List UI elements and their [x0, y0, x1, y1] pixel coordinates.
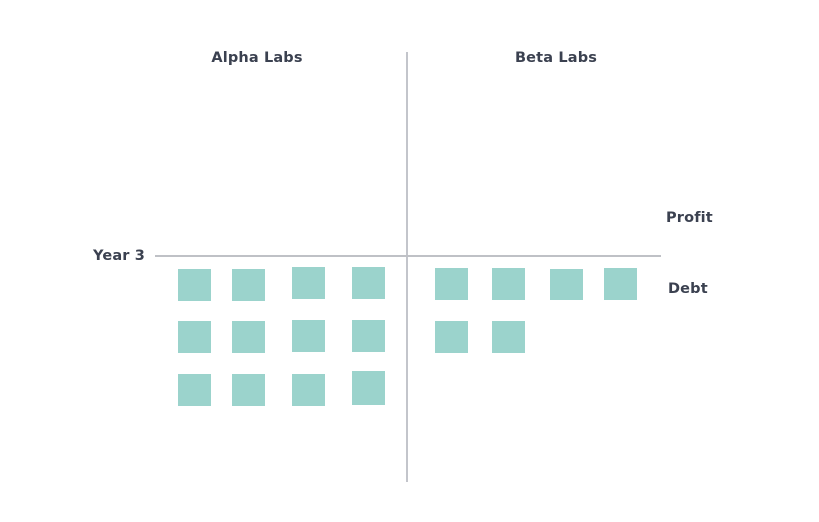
- axis-label-debt: Debt: [668, 281, 708, 297]
- unit-square: [550, 269, 583, 300]
- unit-square: [435, 321, 468, 353]
- vertical-divider-axis: [406, 52, 408, 482]
- group-header-left: Alpha Labs: [211, 50, 303, 66]
- unit-square: [178, 321, 211, 353]
- unit-square: [604, 268, 637, 300]
- unit-square: [292, 267, 325, 299]
- unit-square: [178, 269, 211, 301]
- unit-square: [352, 320, 385, 352]
- unit-square: [492, 321, 525, 353]
- unit-square: [232, 374, 265, 406]
- axis-row-label-year: Year 3: [93, 248, 145, 264]
- unit-square: [352, 267, 385, 299]
- unit-square: [292, 374, 325, 406]
- unit-square: [232, 269, 265, 301]
- unit-square: [435, 268, 468, 300]
- group-header-right: Beta Labs: [514, 50, 598, 66]
- unit-square: [292, 320, 325, 352]
- unit-square: [178, 374, 211, 406]
- axis-label-profit: Profit: [666, 210, 713, 226]
- unit-square: [352, 371, 385, 405]
- unit-square: [232, 321, 265, 353]
- unit-square: [492, 268, 525, 300]
- horizontal-profit-debt-axis: [155, 255, 661, 257]
